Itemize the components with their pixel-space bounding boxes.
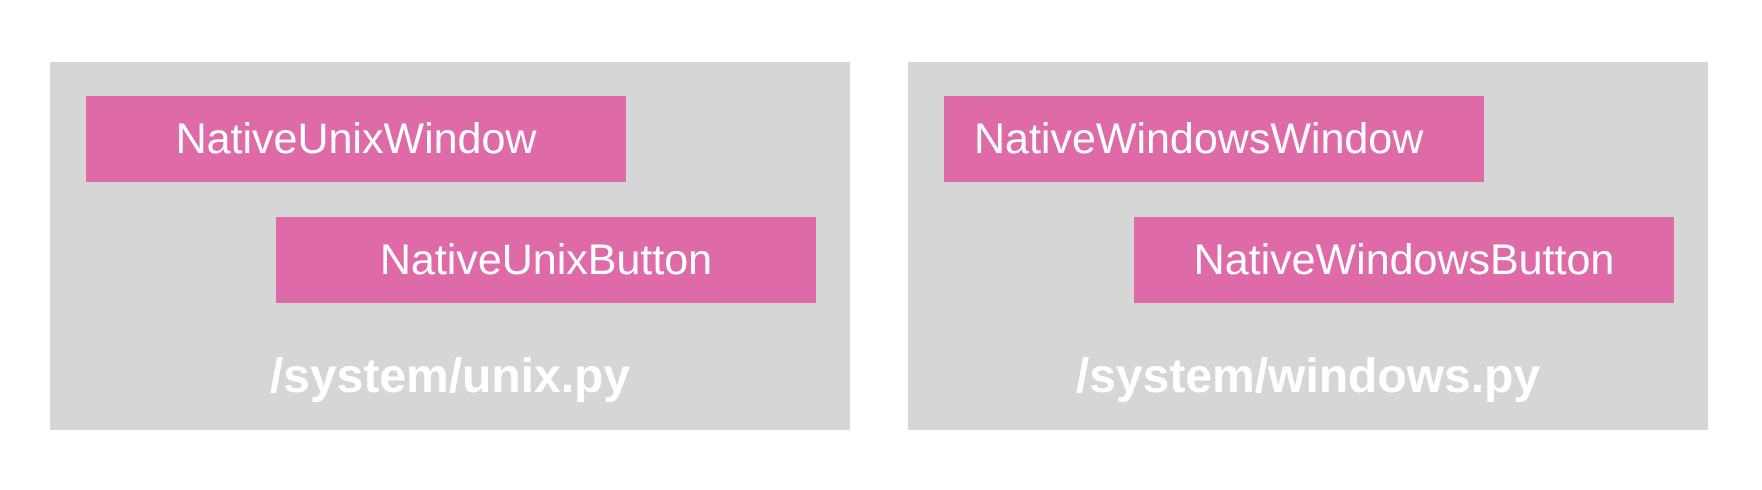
module-unix: NativeUnixWindow NativeUnixButton /syste… <box>50 62 850 430</box>
class-native-windows-button: NativeWindowsButton <box>1134 217 1674 303</box>
class-label: NativeUnixButton <box>379 236 713 284</box>
class-label: NativeWindowsWindow <box>974 115 1424 163</box>
class-native-unix-window: NativeUnixWindow <box>86 96 626 182</box>
class-label: NativeUnixWindow <box>175 115 537 163</box>
module-file-label: /system/unix.py <box>269 350 631 403</box>
module-file-label: /system/windows.py <box>1075 350 1541 403</box>
class-label: NativeWindowsButton <box>1193 236 1615 284</box>
class-native-windows-window: NativeWindowsWindow <box>944 96 1484 182</box>
class-native-unix-button: NativeUnixButton <box>276 217 816 303</box>
module-windows: NativeWindowsWindow NativeWindowsButton … <box>908 62 1708 430</box>
